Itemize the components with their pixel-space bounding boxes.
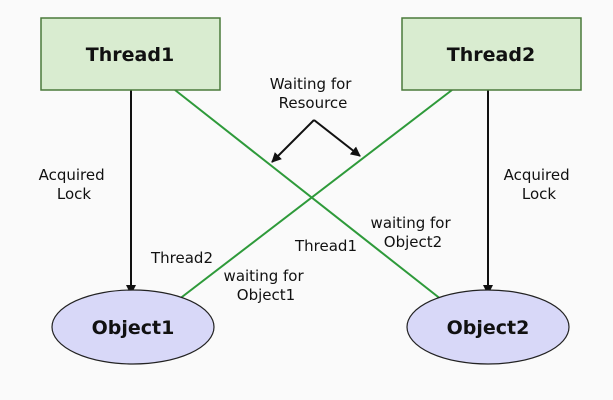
edge-object1-to-thread2 [177, 89, 453, 301]
thread1-edge-label: Thread1 [294, 237, 357, 255]
acquired-lock-right: Acquired Lock [504, 166, 575, 203]
acquired-lock-right-line1: Acquired [504, 166, 570, 184]
waiting-object1-line2: Object1 [237, 286, 295, 304]
waiting-object2-label: waiting for Object2 [371, 214, 456, 251]
object2-label: Object2 [447, 317, 530, 339]
acquired-lock-right-line2: Lock [522, 185, 557, 203]
thread2-label: Thread2 [447, 44, 535, 66]
waiting-arrow-right [313, 119, 361, 157]
waiting-for-resource-line1: Waiting for [270, 75, 353, 93]
acquired-lock-left-line1: Acquired [39, 166, 105, 184]
object1-label: Object1 [92, 317, 175, 339]
thread1-box: Thread1 [40, 17, 221, 91]
acquired-lock-left-line2: Lock [57, 185, 92, 203]
object1-node: Object1 [51, 289, 215, 365]
waiting-object1-label: waiting for Object1 [224, 267, 309, 304]
waiting-for-resource: Waiting for Resource [270, 75, 356, 112]
thread2-box: Thread2 [401, 17, 582, 91]
thread2-edge-label: Thread2 [150, 249, 213, 267]
waiting-object1-line1: waiting for [224, 267, 305, 285]
edge-thread1-to-object2 [174, 89, 443, 301]
object2-node: Object2 [406, 289, 570, 365]
thread1-label: Thread1 [86, 44, 174, 66]
waiting-arrow-left [271, 119, 315, 163]
waiting-object2-line1: waiting for [371, 214, 452, 232]
waiting-for-resource-line2: Resource [279, 94, 348, 112]
acquired-lock-left: Acquired Lock [39, 166, 110, 203]
waiting-object2-line2: Object2 [384, 233, 442, 251]
